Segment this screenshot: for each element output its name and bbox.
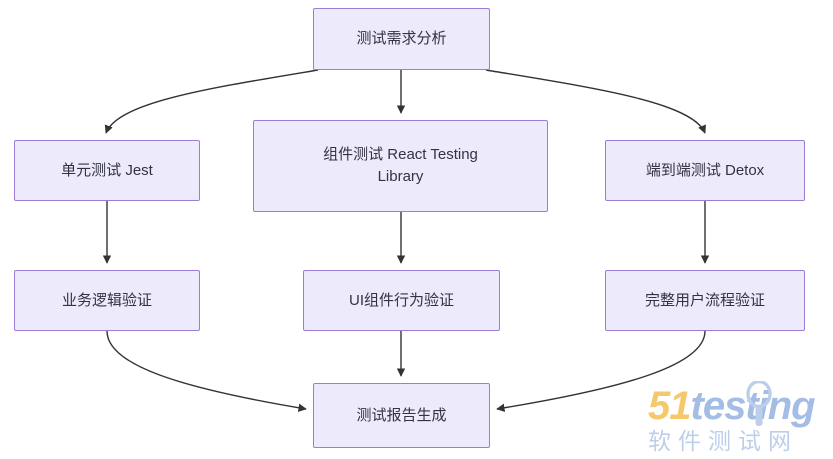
node-unit-test-jest[interactable]: 单元测试 Jest xyxy=(14,140,200,201)
node-component-test-react-testing-library[interactable]: 组件测试 React Testing Library xyxy=(253,120,548,212)
node-end-to-end-test-detox[interactable]: 端到端测试 Detox xyxy=(605,140,805,201)
node-test-requirement-analysis[interactable]: 测试需求分析 xyxy=(313,8,490,70)
node-label: 单元测试 Jest xyxy=(61,161,153,179)
edge-flow-to-report xyxy=(496,330,706,412)
node-ui-component-behavior-verification[interactable]: UI组件行为验证 xyxy=(303,270,500,331)
edge-req-to-e2e xyxy=(485,69,706,134)
edge-logic-to-report xyxy=(106,330,307,412)
node-label: UI组件行为验证 xyxy=(348,291,454,309)
edge-req-to-unit xyxy=(104,69,319,134)
node-label: 完整用户流程验证 xyxy=(644,291,765,309)
node-label: 测试报告生成 xyxy=(356,406,447,424)
node-label-line-1: 组件测试 React Testing xyxy=(323,146,478,164)
node-full-user-flow-verification[interactable]: 完整用户流程验证 xyxy=(605,270,805,331)
node-label: 业务逻辑验证 xyxy=(61,291,152,309)
node-business-logic-verification[interactable]: 业务逻辑验证 xyxy=(14,270,200,331)
node-label-line-2: Library xyxy=(377,168,424,185)
node-label-group: 组件测试 React Testing Library xyxy=(323,144,478,188)
node-test-report-generation[interactable]: 测试报告生成 xyxy=(313,383,490,448)
node-label: 测试需求分析 xyxy=(356,30,447,48)
node-label: 端到端测试 Detox xyxy=(645,161,765,179)
